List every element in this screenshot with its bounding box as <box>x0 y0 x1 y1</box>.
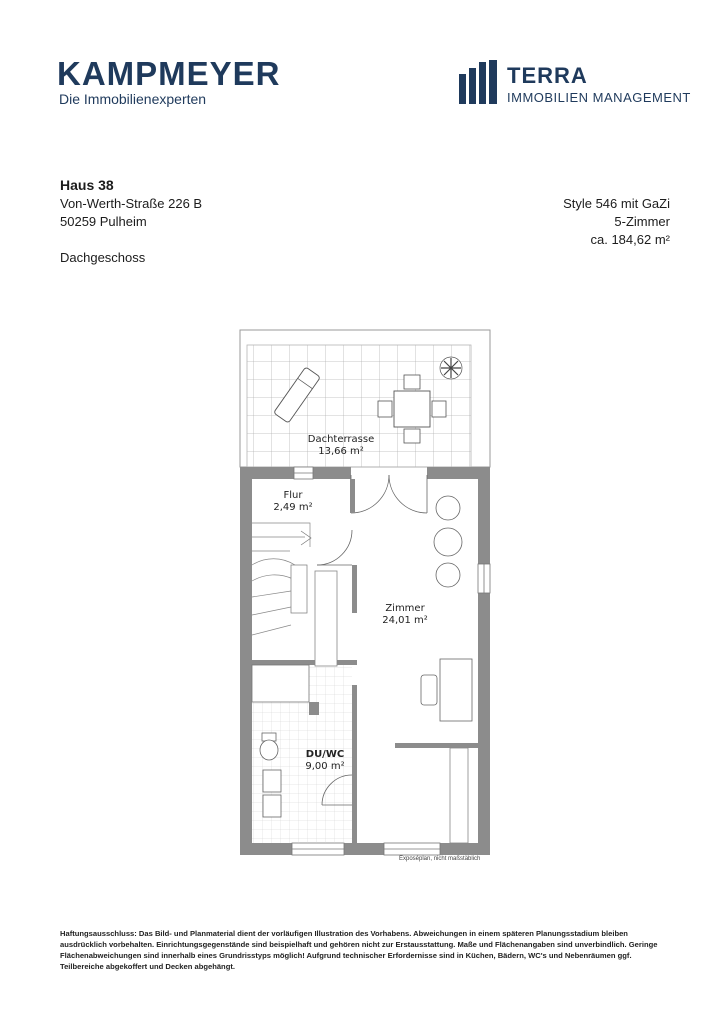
living-area: ca. 184,62 m² <box>590 232 671 247</box>
house-number: Haus 38 <box>60 177 114 193</box>
room-name-flur: Flur <box>283 490 303 501</box>
disclaimer: Haftungsausschluss: Das Bild- und Planma… <box>60 929 658 971</box>
room-area-duwc: 9,00 m² <box>305 761 345 772</box>
terra-logo-tagline: IMMOBILIEN MANAGEMENT <box>507 90 691 105</box>
street-address: Von-Werth-Straße 226 B <box>60 196 203 211</box>
washbasin-icon <box>262 769 282 818</box>
bathroom-door-icon <box>321 774 353 806</box>
bathroom-area <box>251 664 353 843</box>
shower-tray <box>251 664 310 703</box>
room-name-zimmer: Zimmer <box>385 603 425 614</box>
toilet-icon <box>259 732 279 761</box>
walls <box>240 467 490 855</box>
staircase-icon <box>251 522 312 636</box>
floor-name: Dachgeschoss <box>60 250 146 265</box>
room-name-dachterrasse: Dachterrasse <box>307 434 375 445</box>
room-area-dachterrasse: 13,66 m² <box>318 446 364 457</box>
chairs-icon <box>433 495 463 588</box>
city-address: 50259 Pulheim <box>60 214 147 229</box>
house-style: Style 546 mit GaZi <box>563 196 670 211</box>
kampmeyer-tagline: Die Immobilienexperten <box>59 91 207 107</box>
room-count: 5-Zimmer <box>614 214 670 229</box>
terrace-door-icon <box>350 474 428 514</box>
table-chairs-icon <box>377 374 447 444</box>
terra-logo-name: TERRA <box>507 63 588 88</box>
flur-door-icon <box>316 529 353 566</box>
scale-note: Exposéplan, nicht maßstäblich <box>399 856 481 862</box>
room-area-flur: 2,49 m² <box>273 502 313 513</box>
floor-plan <box>239 329 491 856</box>
interior-walls <box>252 479 478 843</box>
plant-icon <box>439 356 463 380</box>
room-name-duwc: DU/WC <box>305 749 345 760</box>
wardrobe <box>449 747 469 844</box>
kampmeyer-logo: KAMPMEYER <box>57 55 281 92</box>
terra-logo-icon <box>459 60 497 104</box>
sun-lounger-icon <box>274 367 320 423</box>
room-area-zimmer: 24,01 m² <box>382 615 428 626</box>
windows <box>291 466 491 856</box>
desk-icon <box>420 658 473 722</box>
